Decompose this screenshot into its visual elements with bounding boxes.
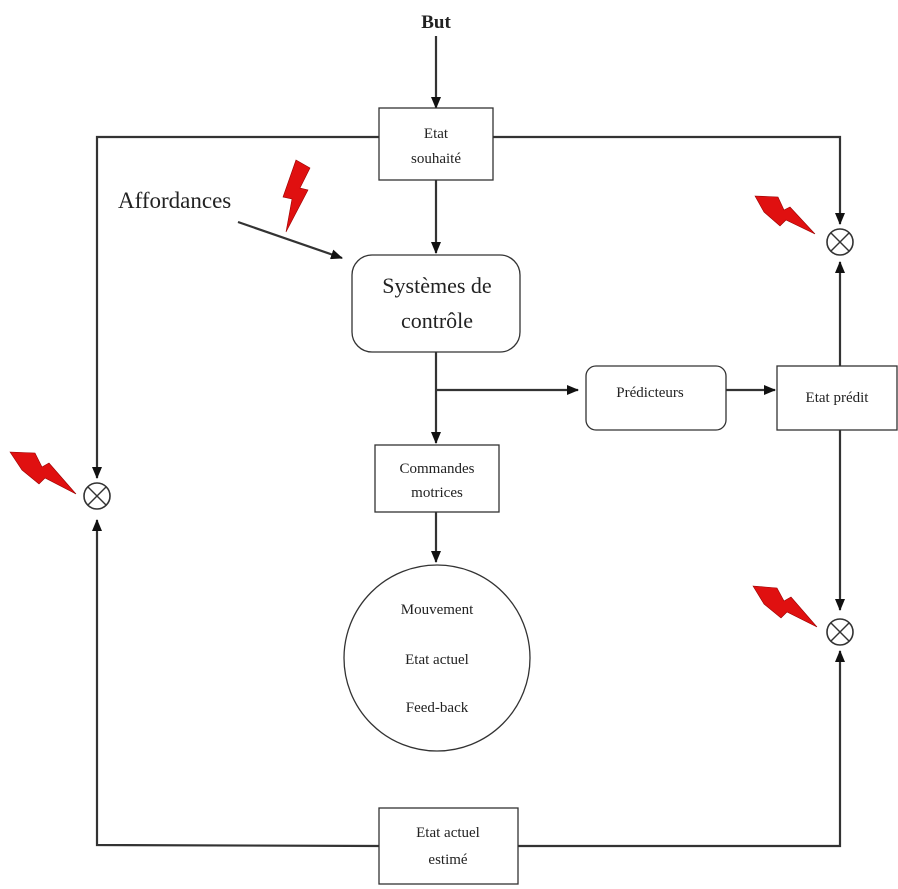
desired-state-box: Etat souhaité <box>378 107 494 181</box>
summing-junction-icon <box>826 228 854 256</box>
line-estimated-to-left-junction <box>92 519 380 848</box>
predictors-label: Prédicteurs <box>616 385 684 401</box>
lightning-bolt-icon <box>9 451 77 495</box>
desired-state-line2: souhaité <box>411 151 461 167</box>
estimated-state-line2: estimé <box>428 852 467 868</box>
motor-commands-line1: Commandes <box>400 461 475 477</box>
control-systems-line1: Systèmes de <box>382 273 491 298</box>
movement-line2: Etat actuel <box>405 652 469 668</box>
summing-junction-icon <box>83 482 111 510</box>
lightning-bolt-icon <box>752 585 818 628</box>
control-systems-line2: contrôle <box>401 308 473 333</box>
line-desired-to-left-junction <box>92 135 379 479</box>
predicted-state-box: Etat prédit <box>776 365 898 431</box>
movement-line1: Mouvement <box>401 602 474 618</box>
affordances-label: Affordances <box>118 188 231 213</box>
movement-line3: Feed-back <box>406 700 469 716</box>
goal-label: But <box>421 12 451 33</box>
arrow-affordances-to-control <box>237 220 343 260</box>
control-systems-box: Systèmes de contrôle <box>351 254 521 353</box>
lightning-bolt-icon <box>282 159 311 233</box>
movement-circle: Mouvement Etat actuel Feed-back <box>343 564 531 752</box>
motor-commands-box: Commandes motrices <box>374 444 500 513</box>
line-desired-to-right-top-junction <box>493 135 845 225</box>
desired-state-line1: Etat <box>424 126 449 142</box>
lightning-bolt-icon <box>754 195 816 235</box>
estimated-state-box: Etat actuel estimé <box>378 807 519 885</box>
estimated-state-line1: Etat actuel <box>416 825 480 841</box>
connectors <box>92 36 845 853</box>
motor-commands-line2: motrices <box>411 485 463 501</box>
line-estimated-to-right-bottom-junction <box>518 650 845 848</box>
predicted-state-label: Etat prédit <box>806 390 870 406</box>
summing-junction-icon <box>826 618 854 646</box>
predictors-box: Prédicteurs <box>585 365 727 431</box>
